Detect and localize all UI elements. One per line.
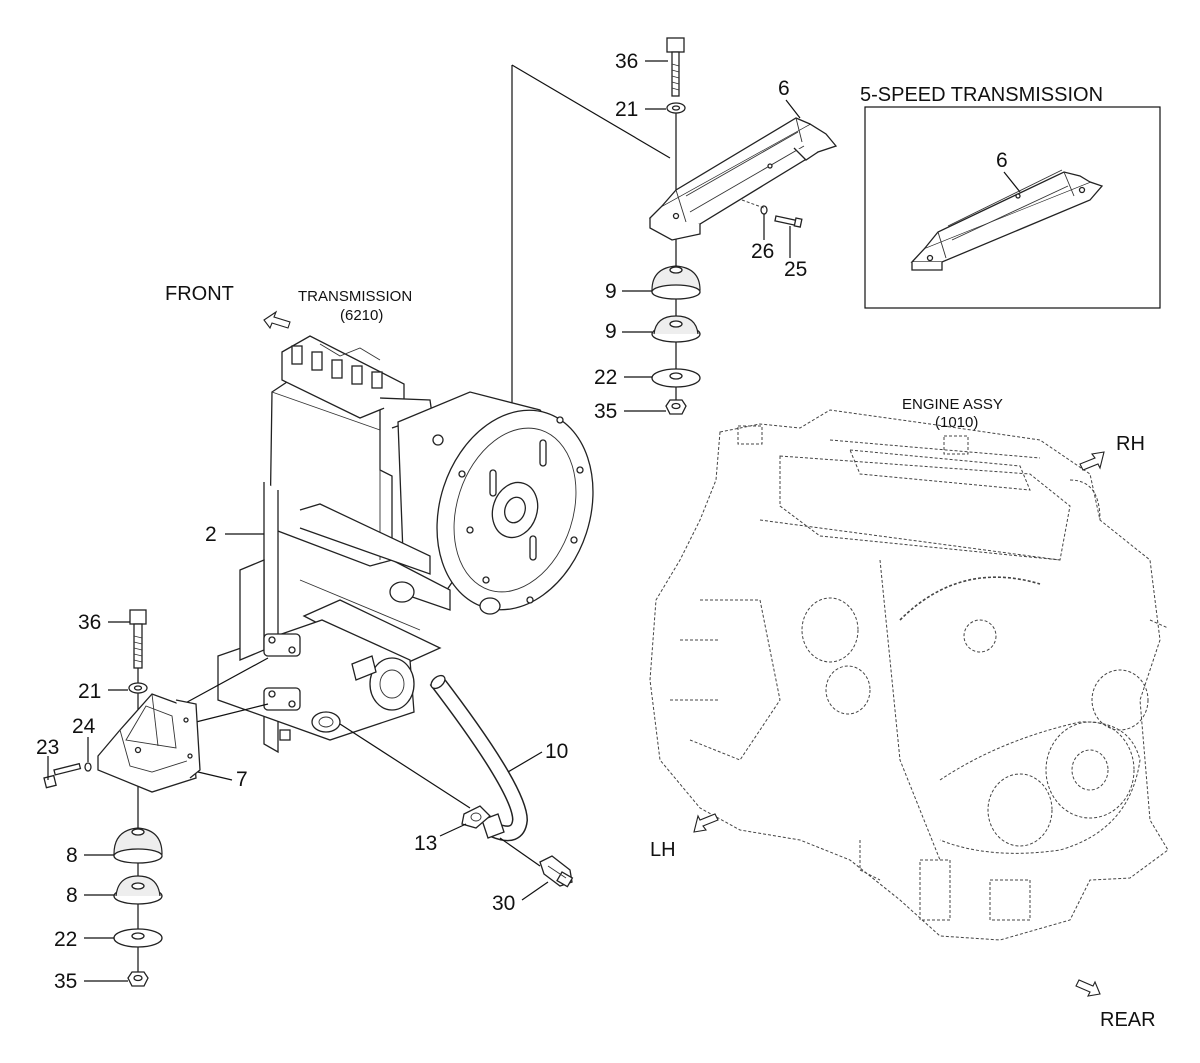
callout-upper-bolt: 36 [615,50,638,73]
upper-bracket [648,117,838,241]
upper-rubber-mount-a [651,265,701,300]
lower-bracket [97,693,201,793]
callout-lower-small-bolt: 23 [36,736,59,759]
rh-arrow-icon [1079,451,1105,471]
callout-lower-small-washer: 24 [72,715,96,738]
upper-rubber-mount-b [651,315,701,343]
lower-plate [113,928,163,948]
gasket [461,805,491,829]
upper-bolt [666,37,685,97]
direction-lh: LH [650,839,676,861]
rear-arrow-icon [1075,979,1101,997]
hose-assembly [339,674,541,867]
inset-callout-6: 6 [996,149,1008,172]
lh-arrow-icon [693,813,719,833]
upper-plate [651,368,701,388]
upper-mount-assembly: 36 21 6 26 25 [511,37,838,495]
lower-rubber-mount-a [113,827,163,864]
transmission-assembly [217,335,594,754]
callout-lower-bracket: 7 [236,768,248,791]
callout-hose: 10 [545,740,568,763]
inset-bracket [910,169,1104,271]
lower-bolt [129,609,147,669]
callout-lower-mount-b: 8 [66,884,78,907]
engine-code: (1010) [935,414,978,431]
direction-rear: REAR [1100,1009,1156,1031]
engine-assembly [649,409,1169,941]
fitting [539,855,574,888]
callout-upper-small-washer: 26 [751,240,774,263]
upper-small-bolt [774,215,803,228]
callout-upper-mount-b: 9 [605,320,617,343]
inset-border [864,106,1161,309]
callout-upper-small-bolt: 25 [784,258,807,281]
callout-lower-mount-a: 8 [66,844,78,867]
upper-nut [665,399,687,415]
direction-rh: RH [1116,433,1145,455]
transmission-code: (6210) [340,307,383,324]
engine-name: ENGINE ASSY [902,396,1003,413]
callout-upper-plate: 22 [594,366,617,389]
lower-mount-assembly: 36 21 7 24 23 [36,609,269,993]
callout-upper-washer: 21 [615,98,638,121]
callout-upper-nut: 35 [594,400,617,423]
lower-small-washer [84,762,92,772]
callout-lower-washer: 21 [78,680,101,703]
callout-transmission: 2 [205,523,217,546]
callout-upper-bracket: 6 [778,77,790,100]
lower-rubber-mount-b [113,875,163,905]
callout-upper-mount-a: 9 [605,280,617,303]
callout-fitting: 30 [492,892,515,915]
inset-panel: 5-SPEED TRANSMISSION 6 [860,84,1161,309]
direction-front: FRONT [165,283,234,305]
callout-lower-nut: 35 [54,970,77,993]
lower-nut [127,971,149,987]
callout-lower-bolt: 36 [78,611,101,634]
lower-small-bolt [43,762,82,789]
inset-title: 5-SPEED TRANSMISSION [860,84,1103,106]
callout-lower-plate: 22 [54,928,77,951]
callout-gasket: 13 [414,832,437,855]
front-arrow-icon [263,310,291,330]
transmission-name: TRANSMISSION [298,288,412,305]
